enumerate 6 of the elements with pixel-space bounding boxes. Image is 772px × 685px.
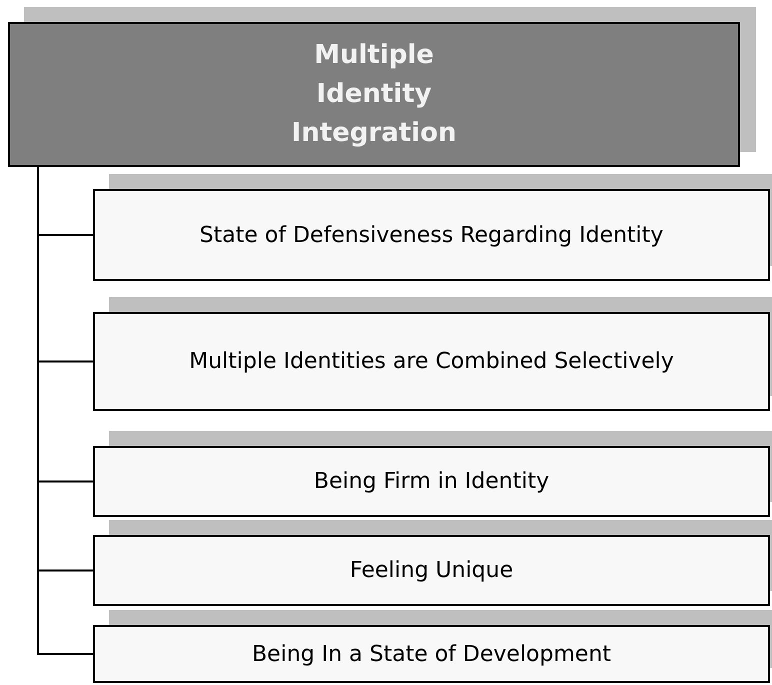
node-label: Feeling Unique [348,557,514,585]
node-label: Being In a State of Development [250,640,612,668]
node-label: Multiple Identity Integration [290,39,458,150]
node-label: Being Firm in Identity [312,468,550,496]
node-label: State of Defensiveness Regarding Identity [198,222,664,250]
node-label: Multiple Identities are Combined Selectively [188,348,675,376]
